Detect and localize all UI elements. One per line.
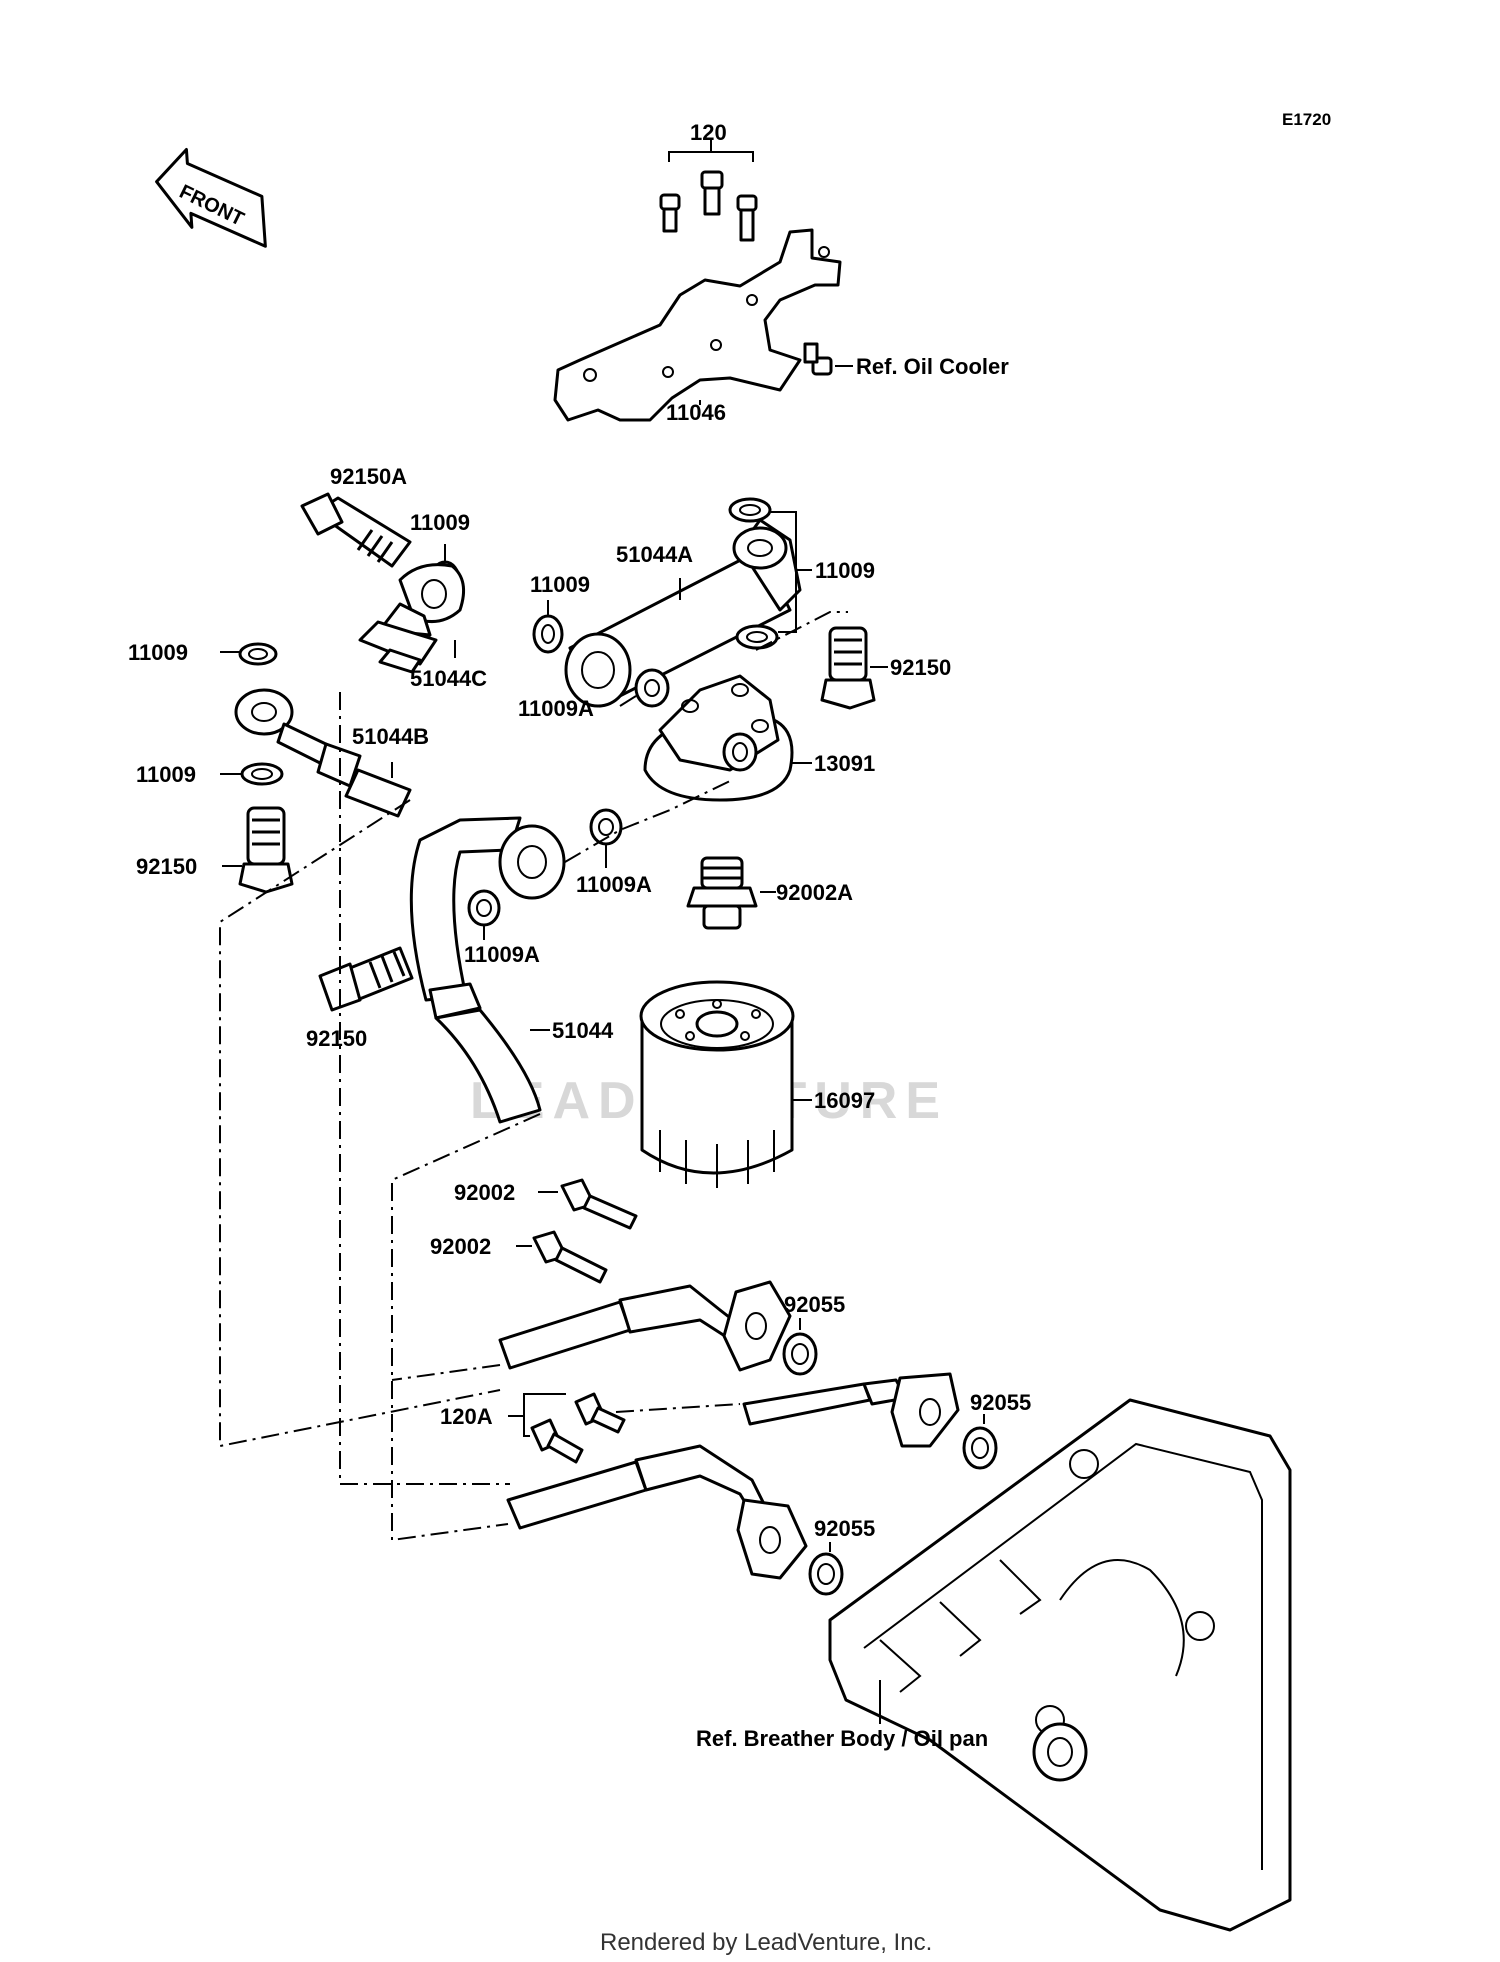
washer-11009-icon [532,614,564,654]
banjo-bolt-92150-right-icon [820,626,876,710]
label-11009a-c: 11009A [464,942,540,967]
footer-credit: Rendered by LeadVenture, Inc. [600,1929,932,1956]
bolt-120-icon [659,138,758,242]
label-11009-b: 11009 [530,572,590,597]
label-92150-b: 92150 [136,854,197,879]
washer-11009a-icon [467,889,501,927]
label-11046: 11046 [666,400,726,425]
washer-11009-icon [238,642,278,666]
hose-51044a-icon [564,518,802,708]
label-120a: 120A [440,1404,493,1429]
label-92055-b: 92055 [970,1390,1031,1415]
oil-filter-16097-icon [639,980,795,1188]
label-11009a-b: 11009A [576,872,652,897]
hose-51044-icon [409,816,566,1124]
label-92002-b: 92002 [430,1234,491,1259]
label-13091: 13091 [814,751,875,776]
front-arrow-icon: FRONT [155,148,267,248]
label-92150-c: 92150 [306,1026,367,1051]
gasket-92055-icon [782,1332,818,1376]
diagram-code: E1720 [1282,110,1331,129]
banjo-bolt-92150a-icon [300,492,412,568]
bolt-92002-icon [532,1230,608,1284]
washer-11009-icon [728,497,772,523]
label-51044b: 51044B [352,724,429,749]
label-16097: 16097 [814,1088,875,1113]
label-11009-d: 11009 [128,640,188,665]
label-51044a: 51044A [616,542,693,567]
label-11009-e: 11009 [136,762,196,787]
washer-11009-icon [735,624,779,650]
bolt-oil-cooler-icon [803,342,833,376]
pipe-92055-top-icon [498,1280,792,1372]
label-92002-a: 92002 [454,1180,515,1205]
label-92150-a: 92150 [890,655,951,680]
label-120: 120 [690,120,727,145]
washer-11009-icon [240,762,284,786]
oil-pan-icon [828,1398,1292,1932]
banjo-bolt-92150-left-icon [238,806,294,894]
washer-11009a-icon [634,668,670,708]
gasket-92055-icon [808,1552,844,1596]
label-51044: 51044 [552,1018,614,1043]
bolt-92002-icon [560,1178,638,1230]
banjo-bolt-92150-bottom-icon [318,946,414,1012]
label-92002a: 92002A [776,880,853,905]
label-11009-a: 11009 [410,510,470,535]
label-92055-a: 92055 [784,1292,845,1317]
label-11009-c: 11009 [815,558,875,583]
ref-breather-oil-pan: Ref. Breather Body / Oil pan [696,1726,988,1751]
bolt-120a-icon [530,1392,626,1464]
pipe-92055-middle-icon [742,1372,960,1448]
label-92055-c: 92055 [814,1516,875,1541]
washer-11009a-icon [589,808,623,846]
fitting-92002a-icon [686,856,758,930]
bracket-11046-icon [553,228,842,422]
gasket-92055-icon [962,1426,998,1470]
hose-51044c-icon [358,563,466,674]
label-11009a-a: 11009A [518,696,594,721]
filter-mount-13091-icon [643,674,794,802]
hose-51044b-icon [234,688,412,818]
label-51044c: 51044C [410,666,487,691]
label-92150a: 92150A [330,464,407,489]
ref-oil-cooler: Ref. Oil Cooler [856,354,1009,379]
pipe-92055-bottom-icon [506,1444,808,1580]
